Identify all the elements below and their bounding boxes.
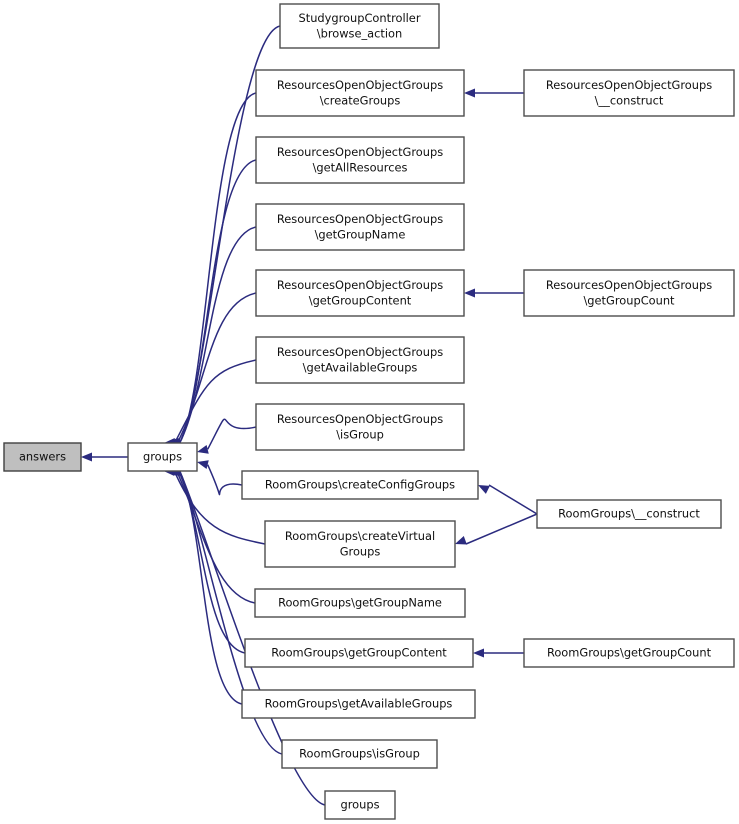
node-label: ResourcesOpenObjectGroups — [277, 78, 443, 92]
node-label: \getGroupName — [315, 227, 406, 241]
node-box[interactable] — [254, 588, 466, 618]
node-label: RoomGroups\getAvailableGroups — [265, 697, 453, 711]
node-box[interactable] — [536, 499, 722, 529]
node-box[interactable] — [264, 520, 456, 568]
node-label: RoomGroups\createVirtual — [285, 529, 435, 543]
edge-arrowhead — [81, 452, 92, 462]
node-box[interactable] — [523, 269, 735, 317]
edge-arrowhead — [197, 460, 209, 470]
node-box[interactable] — [279, 3, 440, 49]
call-edge — [168, 92, 257, 447]
node-label: answers — [19, 450, 66, 464]
graph-node-rg_getAvailableGroups[interactable]: RoomGroups\getAvailableGroups — [241, 689, 476, 719]
node-layer: answers groups StudygroupController\browse… — [3, 3, 735, 820]
edge-arrowhead — [455, 535, 467, 545]
call-edge — [168, 159, 257, 447]
call-edge — [166, 292, 257, 447]
node-box[interactable] — [523, 69, 735, 117]
node-label: RoomGroups\getGroupName — [278, 596, 442, 610]
node-label: RoomGroups\getGroupCount — [547, 646, 712, 660]
graph-node-rg_getGroupContent[interactable]: RoomGroups\getGroupContent — [244, 638, 474, 668]
call-edge — [81, 452, 128, 462]
node-label: \getGroupContent — [309, 293, 412, 307]
node-label: ResourcesOpenObjectGroups — [546, 78, 712, 92]
node-label: ResourcesOpenObjectGroups — [277, 345, 443, 359]
node-label: RoomGroups\__construct — [558, 507, 700, 521]
node-box[interactable] — [127, 442, 198, 472]
edge-arrowhead — [478, 485, 490, 494]
node-box[interactable] — [241, 470, 479, 500]
graph-node-rg_isGroup[interactable]: RoomGroups\isGroup — [281, 739, 438, 769]
node-box[interactable] — [255, 403, 465, 451]
graph-node-roog_isGroup[interactable]: ResourcesOpenObjectGroups\isGroup — [255, 403, 465, 451]
call-edge — [197, 418, 257, 454]
node-label: \__construct — [595, 93, 664, 107]
node-box[interactable] — [244, 638, 474, 668]
node-label: ResourcesOpenObjectGroups — [277, 212, 443, 226]
graph-node-roog_getGroupContent[interactable]: ResourcesOpenObjectGroups\getGroupConten… — [255, 269, 465, 317]
graph-node-rg_construct[interactable]: RoomGroups\__construct — [536, 499, 722, 529]
node-label: ResourcesOpenObjectGroups — [277, 412, 443, 426]
node-label: RoomGroups\isGroup — [299, 747, 420, 761]
node-label: \browse_action — [317, 26, 403, 40]
graph-node-rg_getGroupName[interactable]: RoomGroups\getGroupName — [254, 588, 466, 618]
edge-arrowhead — [464, 288, 475, 298]
node-label: \createGroups — [320, 93, 401, 107]
graph-node-roog_getGroupName[interactable]: ResourcesOpenObjectGroups\getGroupName — [255, 203, 465, 251]
node-box[interactable] — [255, 69, 465, 117]
node-box[interactable] — [523, 638, 735, 668]
node-label: RoomGroups\createConfigGroups — [265, 478, 455, 492]
graph-node-roog_construct[interactable]: ResourcesOpenObjectGroups\__construct — [523, 69, 735, 117]
graph-node-rg_createConfigGroups[interactable]: RoomGroups\createConfigGroups — [241, 470, 479, 500]
node-label: \getAllResources — [313, 160, 408, 174]
edge-arrowhead — [464, 88, 475, 98]
edge-arrowhead — [197, 444, 209, 454]
node-box[interactable] — [3, 442, 82, 472]
node-label: ResourcesOpenObjectGroups — [277, 278, 443, 292]
call-edge — [197, 460, 243, 496]
node-label: ResourcesOpenObjectGroups — [546, 278, 712, 292]
node-label: RoomGroups\getGroupContent — [271, 646, 447, 660]
node-label: \isGroup — [336, 427, 384, 441]
node-label: \getAvailableGroups — [303, 360, 418, 374]
call-edge — [455, 513, 538, 545]
node-box[interactable] — [324, 790, 396, 820]
call-edge — [478, 484, 538, 515]
node-box[interactable] — [241, 689, 476, 719]
graph-node-roog_getGroupCount[interactable]: ResourcesOpenObjectGroups\getGroupCount — [523, 269, 735, 317]
call-edge — [464, 88, 524, 98]
edge-arrowhead — [473, 648, 484, 658]
node-box[interactable] — [255, 336, 465, 384]
graph-node-groups[interactable]: groups — [127, 442, 198, 472]
node-label: groups — [143, 450, 182, 464]
call-edge — [168, 226, 257, 447]
graph-node-studygroup_browse_action[interactable]: StudygroupController\browse_action — [279, 3, 440, 49]
graph-node-groups_leaf[interactable]: groups — [324, 790, 396, 820]
call-edge — [464, 288, 524, 298]
node-label: ResourcesOpenObjectGroups — [277, 145, 443, 159]
node-box[interactable] — [281, 739, 438, 769]
call-edge — [473, 648, 524, 658]
node-box[interactable] — [255, 203, 465, 251]
graph-node-roog_createGroups[interactable]: ResourcesOpenObjectGroups\createGroups — [255, 69, 465, 117]
node-box[interactable] — [255, 269, 465, 317]
graph-node-answers[interactable]: answers — [3, 442, 82, 472]
node-label: Groups — [340, 544, 381, 558]
graph-node-roog_getAvailableGroups[interactable]: ResourcesOpenObjectGroups\getAvailableGr… — [255, 336, 465, 384]
call-edge — [168, 467, 243, 705]
node-box[interactable] — [255, 136, 465, 184]
node-label: \getGroupCount — [583, 293, 675, 307]
call-edge — [163, 359, 257, 447]
node-label: StudygroupController — [299, 11, 421, 25]
node-label: groups — [340, 798, 379, 812]
graph-node-rg_getGroupCount[interactable]: RoomGroups\getGroupCount — [523, 638, 735, 668]
graph-node-roog_getAllResources[interactable]: ResourcesOpenObjectGroups\getAllResource… — [255, 136, 465, 184]
